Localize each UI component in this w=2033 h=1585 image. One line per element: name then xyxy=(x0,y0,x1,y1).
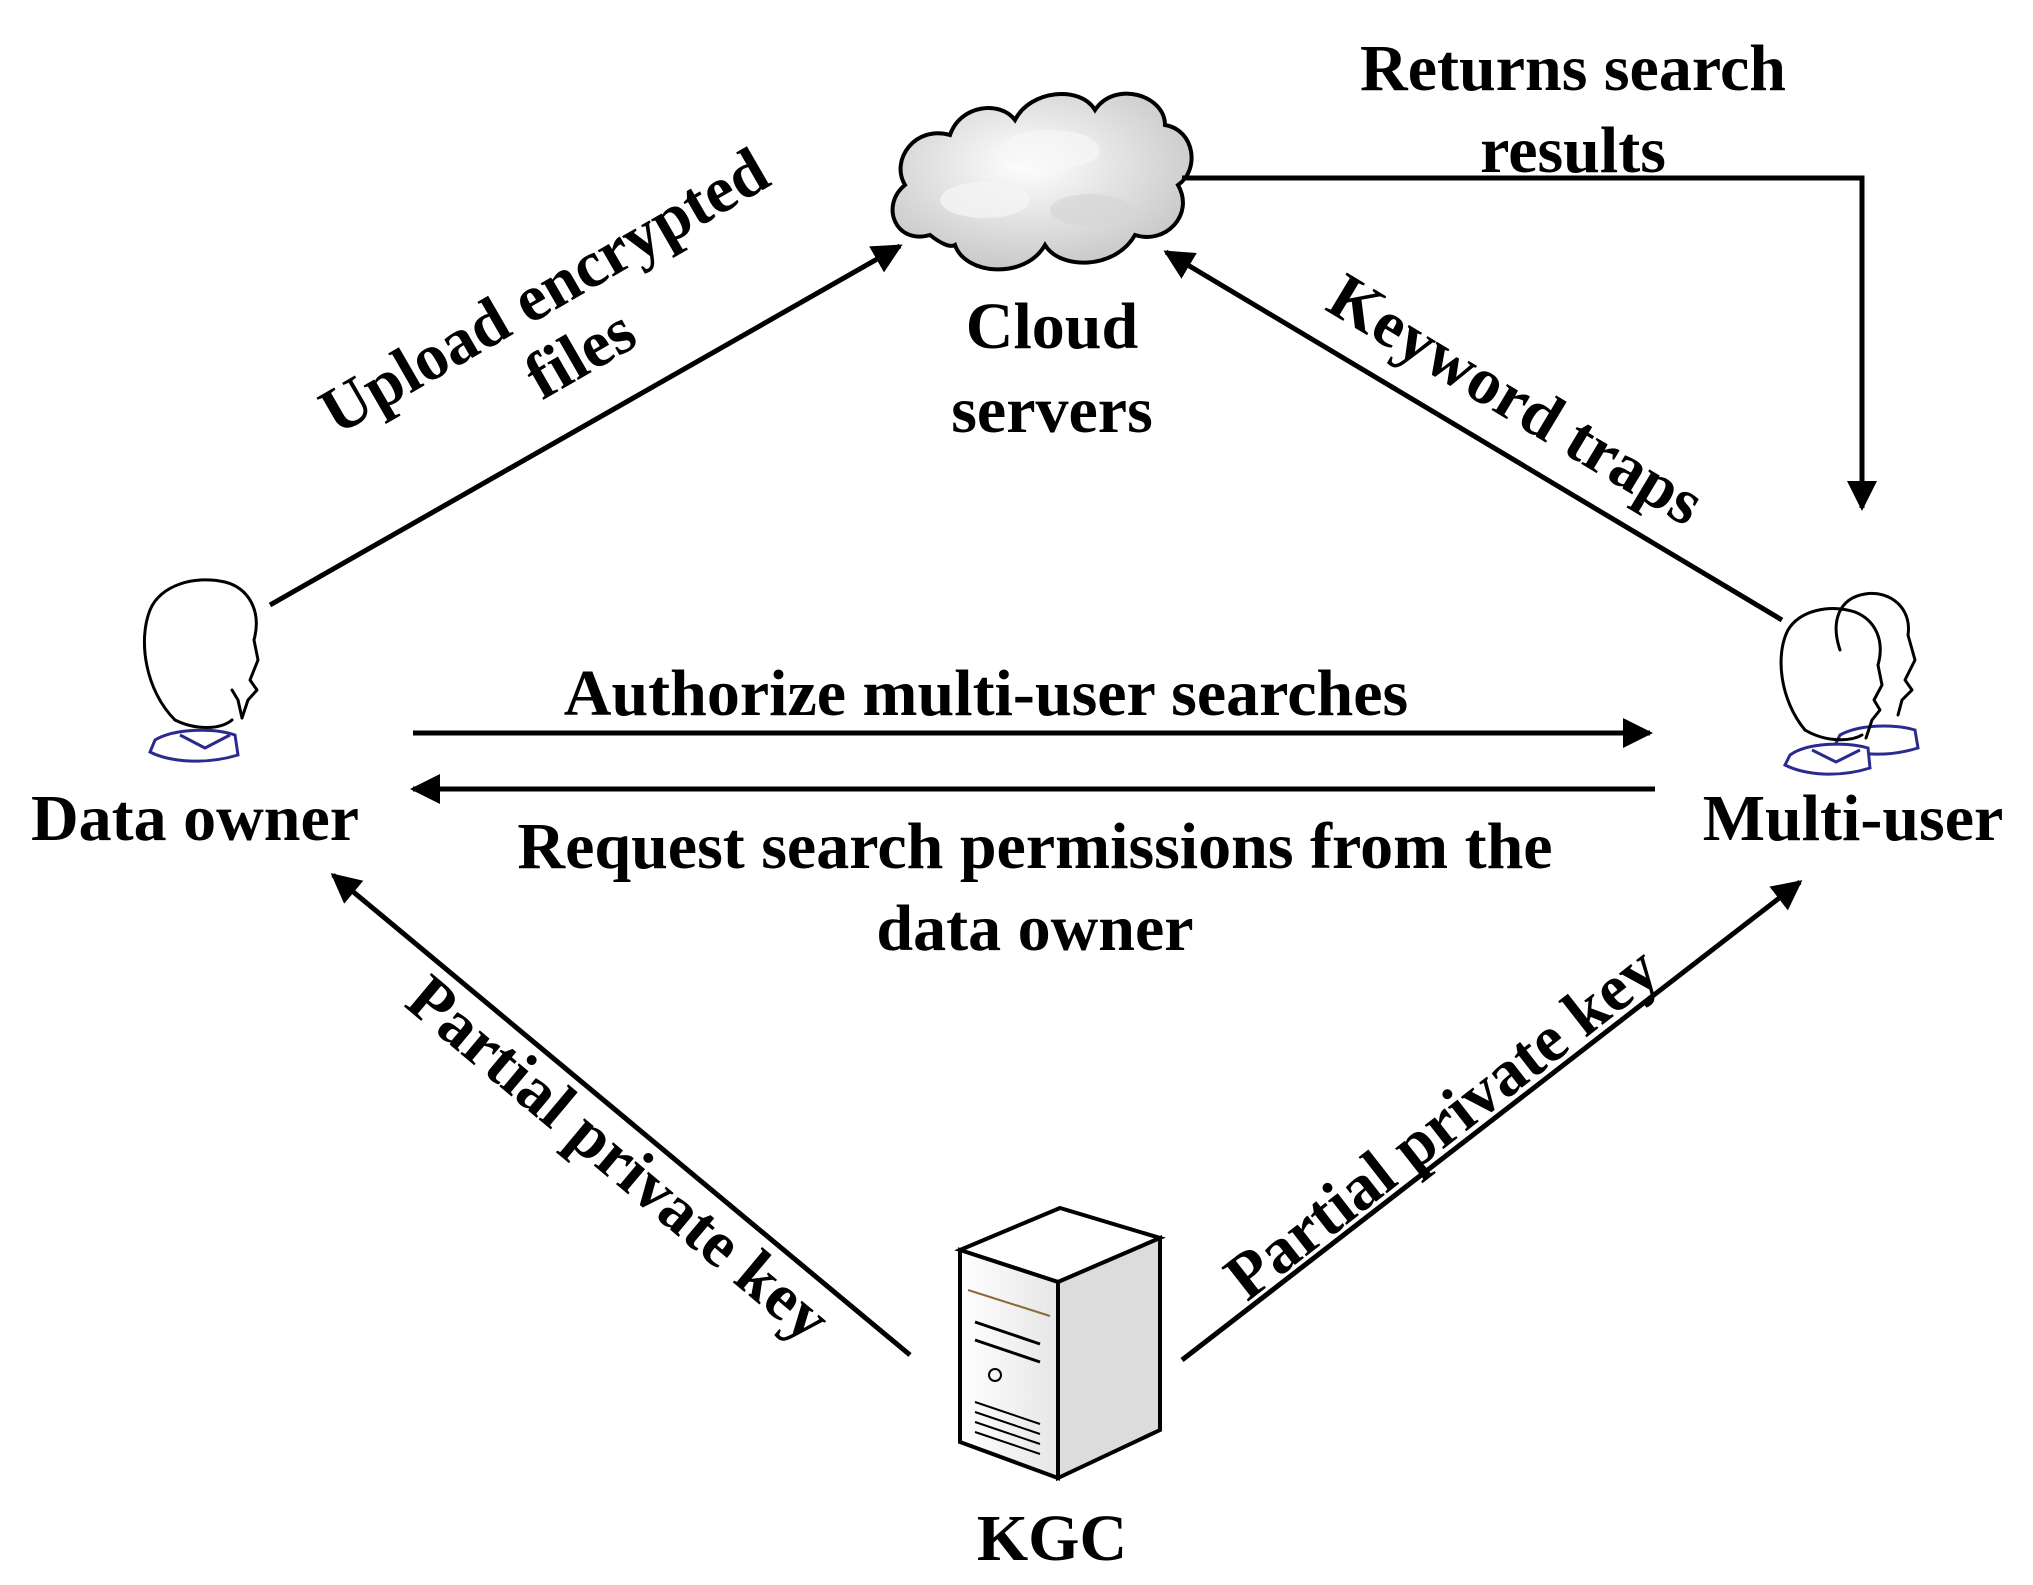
partial-left-arrow xyxy=(330,873,912,1357)
keyword-arrow xyxy=(1163,249,1784,623)
kgc-label: KGC xyxy=(977,1502,1127,1575)
server-icon xyxy=(954,1205,1166,1482)
people-icon xyxy=(1779,591,1920,776)
cloud-label-line2: servers xyxy=(951,374,1153,447)
data-owner-label: Data owner xyxy=(31,782,359,855)
multi-user-label: Multi-user xyxy=(1703,782,2004,855)
authorize-label: Authorize multi-user searches xyxy=(564,657,1408,730)
returns-label-line2: results xyxy=(1480,114,1666,187)
request-label-line1: Request search permissions from the xyxy=(517,810,1552,883)
partial-left-label: Partial private key xyxy=(393,961,844,1356)
returns-label-line1: Returns search xyxy=(1360,32,1786,105)
upload-arrow xyxy=(268,243,903,608)
cloud-icon xyxy=(890,91,1194,272)
keyword-label: Keyword traps xyxy=(1316,259,1717,540)
partial-right-label: Partial private key xyxy=(1211,932,1672,1315)
returns-arrow xyxy=(1182,175,1877,511)
partial-right-label-group: Partial private key xyxy=(1211,932,1672,1315)
partial-right-arrow xyxy=(1180,880,1803,1362)
keyword-label-group: Keyword traps xyxy=(1316,259,1717,540)
request-label-line2: data owner xyxy=(876,892,1193,965)
partial-left-label-group: Partial private key xyxy=(393,961,844,1356)
cloud-label-line1: Cloud xyxy=(966,290,1138,363)
person-icon xyxy=(142,578,260,763)
upload-label: Upload encrypted files xyxy=(308,134,781,449)
